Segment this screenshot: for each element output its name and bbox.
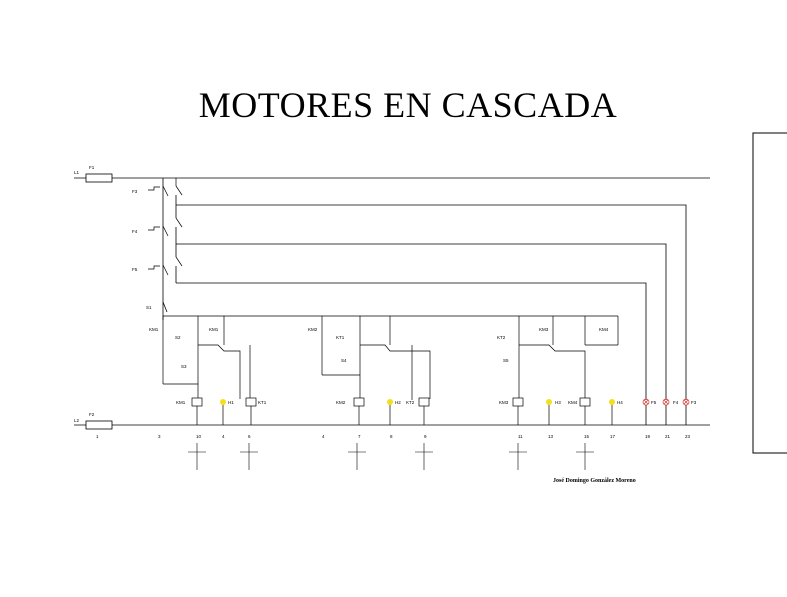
diagram-title: MOTORES EN CASCADA [198,85,618,125]
km1-contact-label: KM1 [149,327,159,332]
line-number: 3 [158,434,161,439]
coil-kt2-label: KT2 [406,400,415,405]
wire-f4 [176,243,667,400]
line-number: 4 [322,434,325,439]
coil-km1 [191,397,203,407]
thermal-contacts [148,178,183,276]
coil-km2 [353,397,365,407]
author-credit: José Domingo González Moreno [553,478,636,484]
pilot-h1 [220,399,226,405]
kt1-contact-label: KT1 [336,335,345,340]
line-number: 11 [518,434,523,439]
line-number: 1 [96,434,99,439]
coil-km4-label: KM4 [568,400,578,405]
pilot-h4-label: H4 [617,400,623,405]
fault-lamp-f5-label: F5 [651,400,657,405]
group-1 [162,316,257,425]
line-number: 15 [584,434,590,439]
km1-aux-label: KM1 [209,327,219,332]
line-number: 7 [358,434,361,439]
line-number: 10 [196,434,202,439]
coil-kt1 [245,397,257,407]
fuse-f2-label: F2 [89,412,95,417]
coil-km1-label: KM1 [176,400,186,405]
group-3 [512,316,619,425]
l2-label: L2 [74,418,80,423]
fuse-f2 [85,420,113,430]
wire-f3 [176,204,687,400]
coil-kt2 [418,397,430,407]
l1-label: L1 [74,170,80,175]
button-s2-label: S2 [175,335,181,340]
km3-contact-label: KM3 [539,327,549,332]
line-number: 8 [390,434,393,439]
coil-km3-label: KM3 [499,400,509,405]
stop-s1-label: S1 [146,305,152,310]
km4-contact-label: KM4 [599,327,609,332]
line-number: 19 [645,434,651,439]
fault-lamp-f3-label: F3 [691,400,697,405]
coil-km3 [512,397,524,407]
button-s5-label: S5 [503,358,509,363]
pilot-h3 [546,399,552,405]
button-s4-label: S4 [341,358,347,363]
fuse-f1-label: F1 [89,165,95,170]
line-number: 6 [248,434,251,439]
kt2-contact-label: KT2 [497,335,506,340]
fault-lamps [642,398,690,406]
line-number: 17 [610,434,616,439]
pilot-h3-label: H3 [555,400,561,405]
coil-km2-label: KM2 [336,400,346,405]
line-number: 9 [424,434,427,439]
line-number: 13 [548,434,554,439]
coil-kt1-label: KT1 [258,400,267,405]
fuse-f1 [85,173,113,183]
pilot-h2-label: H2 [395,400,401,405]
km2-contact-label: KM2 [308,327,318,332]
pilot-h1-label: H1 [228,400,234,405]
thermal-f5-label: F5 [132,267,138,272]
group-2 [321,316,431,425]
pilot-h4 [609,399,615,405]
pilot-h2 [387,399,393,405]
thermal-f4-label: F4 [132,229,138,234]
fault-lamp-f4-label: F4 [673,400,679,405]
title-block-frame [752,132,787,454]
line-number: 21 [665,434,671,439]
wire-f5 [176,282,647,400]
cross-reference-tables [188,443,594,470]
button-s3-label: S3 [181,364,187,369]
line-number: 23 [685,434,691,439]
coil-km4 [579,397,591,407]
line-number: 4 [222,434,225,439]
thermal-f3-label: F3 [132,189,138,194]
